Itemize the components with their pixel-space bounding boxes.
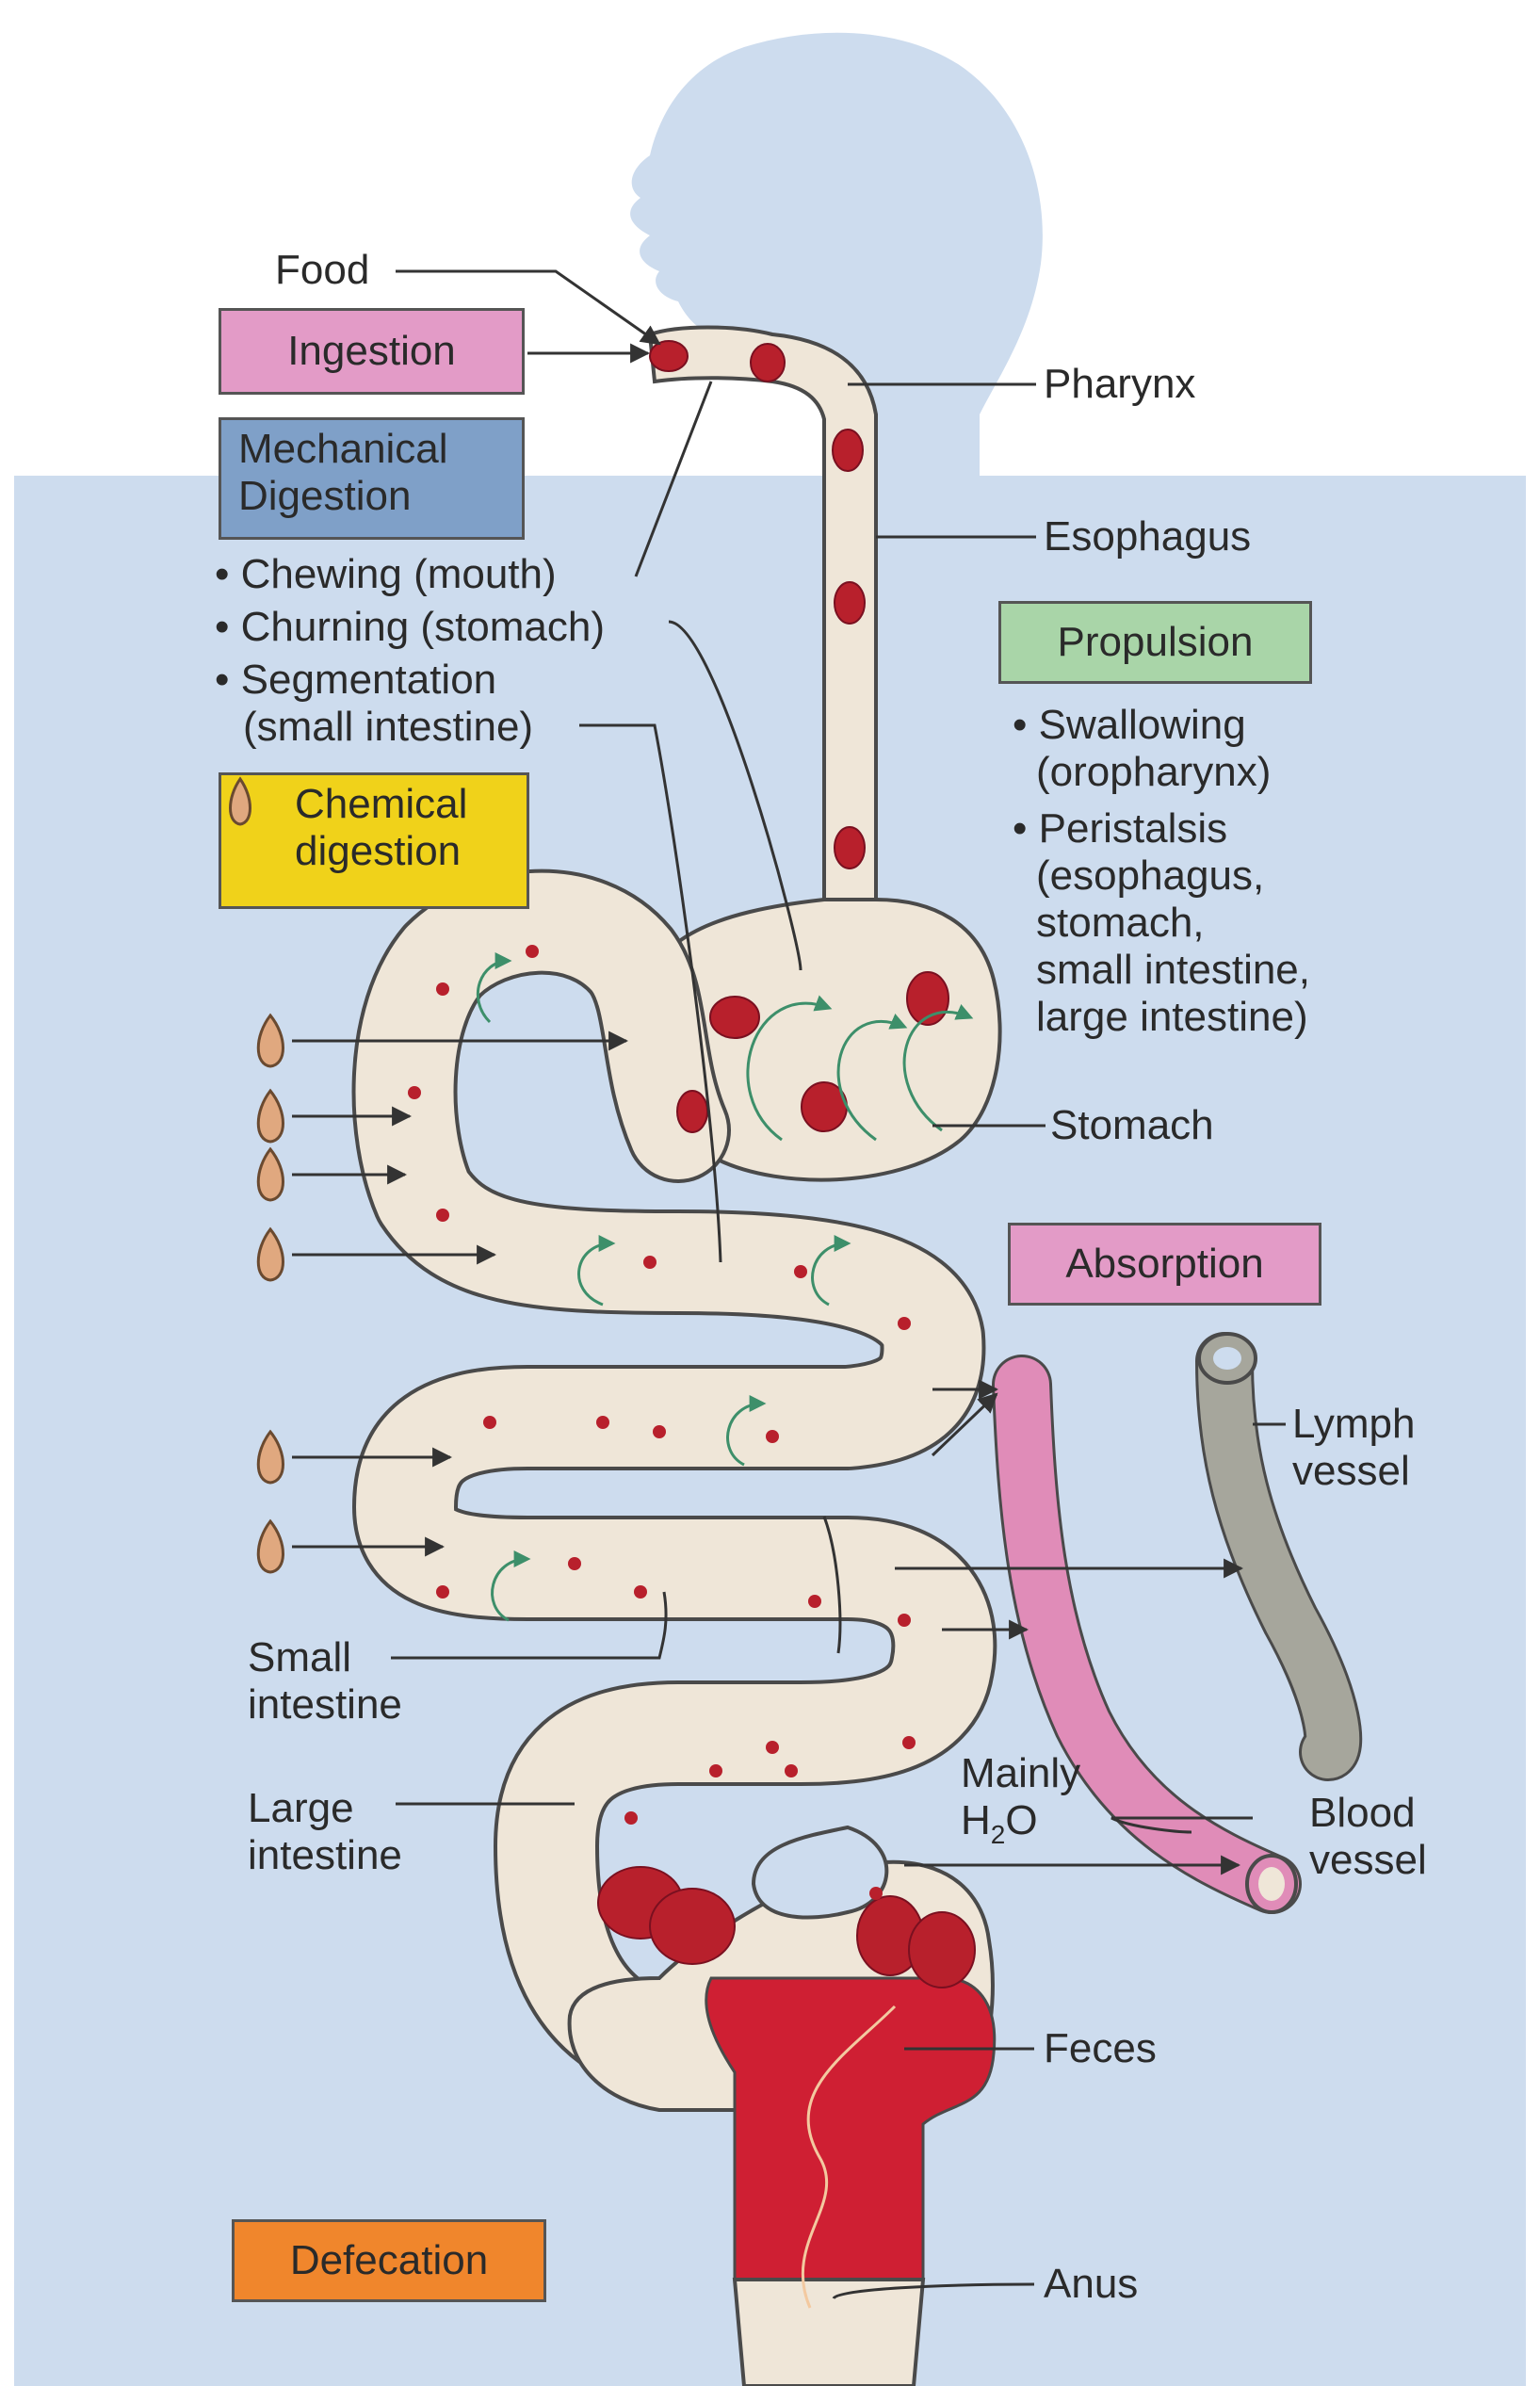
label-blood-vessel: Blood vessel	[1309, 1790, 1427, 1884]
enzyme-drop-icon	[221, 775, 259, 832]
label-esophagus: Esophagus	[1044, 513, 1251, 560]
list-item-chewing: • Chewing (mouth)	[215, 551, 605, 598]
anus-canal	[735, 2280, 923, 2386]
label-pharynx: Pharynx	[1044, 361, 1195, 408]
box-propulsion: Propulsion	[998, 601, 1312, 684]
propulsion-list: • Swallowing (oropharynx) • Peristalsis …	[1013, 702, 1310, 1041]
mechanical-list: • Chewing (mouth) • Churning (stomach) •…	[215, 551, 605, 751]
label-small-intestine: Small intestine	[248, 1634, 402, 1729]
box-mechanical-digestion: Mechanical Digestion	[219, 417, 525, 540]
label-stomach: Stomach	[1050, 1102, 1214, 1149]
label-feces: Feces	[1044, 2025, 1157, 2072]
list-item-swallowing: • Swallowing	[1013, 702, 1310, 749]
box-absorption: Absorption	[1008, 1223, 1321, 1306]
list-item-segmentation: • Segmentation	[215, 657, 605, 704]
box-defecation: Defecation	[232, 2219, 546, 2302]
box-chemical-digestion: Chemical digestion	[219, 772, 529, 909]
list-item-churning: • Churning (stomach)	[215, 604, 605, 651]
list-item-peristalsis: • Peristalsis	[1013, 805, 1310, 852]
label-mainly-water: Mainly H2O	[961, 1750, 1080, 1844]
label-large-intestine: Large intestine	[248, 1785, 402, 1879]
label-lymph-vessel: Lymph vessel	[1292, 1401, 1415, 1495]
label-anus: Anus	[1044, 2261, 1138, 2308]
label-food: Food	[275, 247, 369, 294]
box-ingestion: Ingestion	[219, 308, 525, 395]
